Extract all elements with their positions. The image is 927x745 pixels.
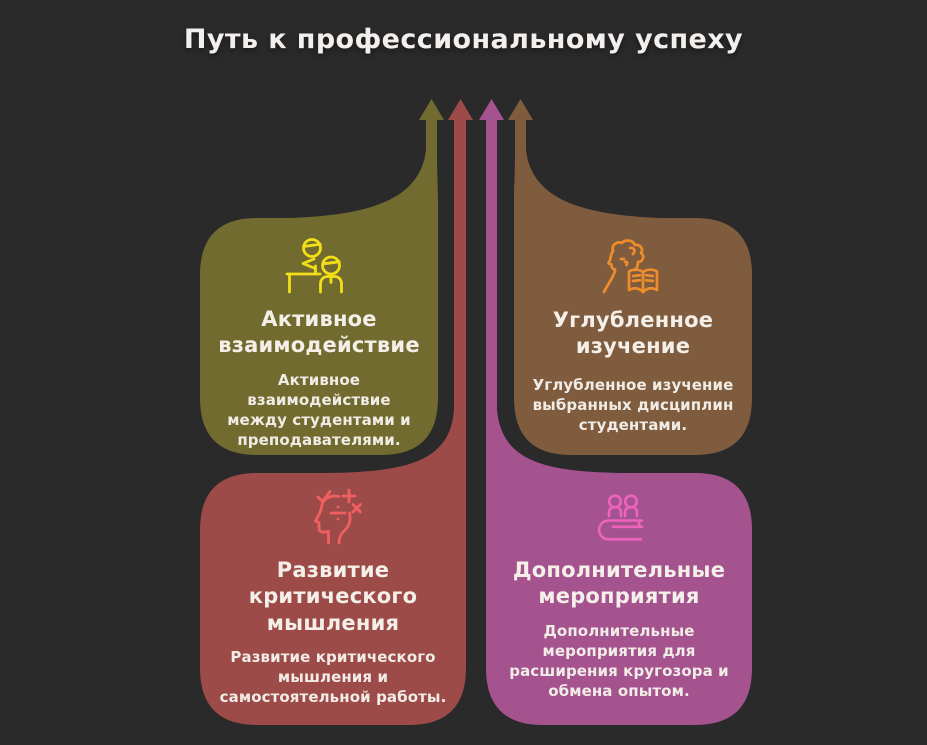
card-body: Развитие критического мышления и самосто… (219, 647, 447, 706)
card-extra-events: Дополнительные мероприятия Дополнительны… (486, 473, 752, 701)
card-title: Дополнительные мероприятия (512, 558, 726, 609)
card-body: Углубленное изучение выбранных дисциплин… (532, 375, 734, 434)
card-shape-active-interaction (200, 99, 444, 455)
page-title: Путь к профессиональному успеху (183, 24, 744, 55)
card-body: Дополнительные мероприятия для расширени… (509, 621, 729, 700)
card-body: Активное взаимодействие между студентами… (227, 370, 411, 449)
students-desk-icon (285, 238, 343, 294)
card-title: Развитие критического мышления (248, 558, 418, 635)
card-shape-critical-thinking (200, 99, 473, 725)
card-title: Активное взаимодействие (218, 307, 420, 358)
card-shape-extra-events (479, 99, 752, 725)
thinking-head-math-icon (314, 488, 362, 545)
card-title: Углубленное изучение (552, 308, 714, 359)
card-active-interaction: Активное взаимодействие Активное взаимод… (200, 218, 438, 450)
card-deep-study: Углубленное изучение Углубленное изучени… (514, 218, 752, 435)
card-critical-thinking: Развитие критического мышления Развитие … (200, 473, 466, 707)
reading-person-icon (602, 239, 659, 294)
people-book-icon (597, 494, 644, 541)
